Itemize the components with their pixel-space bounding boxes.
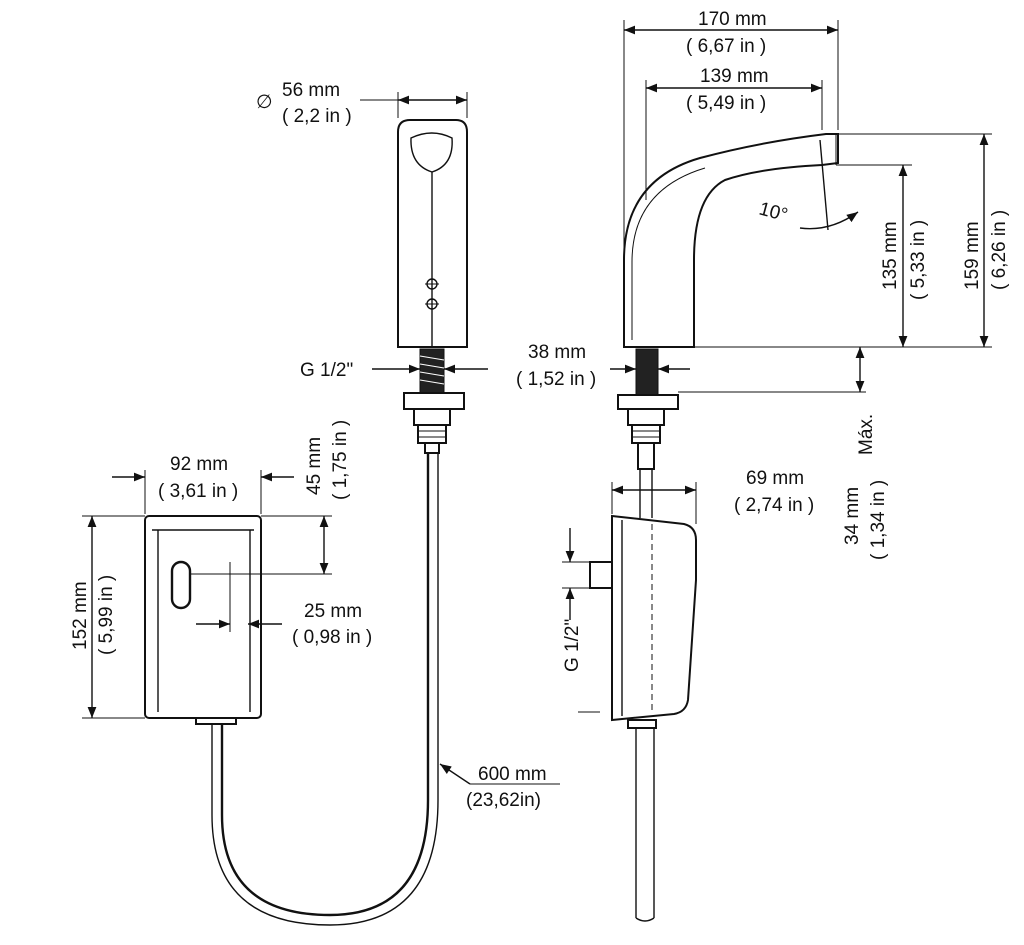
box-width-dimension: [112, 470, 294, 514]
thread-dimension-side: [562, 528, 600, 713]
hose-length-mm: 600 mm: [478, 764, 547, 785]
control-box-front: [144, 515, 262, 725]
sensor-offset-in: ( 1,75 in ): [330, 420, 351, 500]
faucet-front-view: [397, 119, 468, 454]
total-height-mm: 159 mm: [962, 221, 983, 290]
spout-reach-dimension: [645, 80, 823, 200]
total-height-in: ( 6,26 in ): [989, 210, 1010, 290]
supply-hose-side: [639, 469, 653, 518]
control-box-side: [589, 514, 697, 729]
max-thickness-in: ( 1,34 in ): [868, 480, 889, 560]
sensor-width-mm: 25 mm: [304, 601, 362, 622]
sensor-width-in: ( 0,98 in ): [292, 627, 372, 648]
hose-length-in: (23,62in): [466, 790, 541, 811]
max-label: Máx.: [856, 414, 877, 455]
max-thickness-dimension: [678, 347, 866, 393]
spout-reach-mm: 139 mm: [700, 66, 769, 87]
outlet-height-in: ( 5,33 in ): [908, 220, 929, 300]
box-width-in: ( 3,61 in ): [158, 481, 238, 502]
thread-label-front: G 1/2": [300, 360, 353, 381]
hose-length-leader: [439, 763, 560, 785]
supply-hose-side-lower: [635, 728, 655, 922]
overall-length-dimension: [623, 20, 839, 345]
box-depth-mm: 69 mm: [746, 468, 804, 489]
diameter-dimension: [360, 92, 468, 118]
diameter-mm-label: 56 mm: [282, 80, 340, 101]
sensor-width-dimension: [196, 562, 282, 632]
overall-length-in: ( 6,67 in ): [686, 36, 766, 57]
outlet-height-dimension: [694, 164, 992, 348]
base-diameter-mm: 38 mm: [528, 342, 586, 363]
max-thickness-mm: 34 mm: [842, 487, 863, 545]
box-width-mm: 92 mm: [170, 454, 228, 475]
diameter-in-label: ( 2,2 in ): [282, 106, 352, 127]
sensor-offset-mm: 45 mm: [304, 437, 325, 495]
base-diameter-in: ( 1,52 in ): [516, 369, 596, 390]
box-height-dimension: [82, 515, 145, 719]
spout-angle-label: 10°: [757, 199, 790, 227]
box-depth-in: ( 2,74 in ): [734, 495, 814, 516]
sensor-window: [170, 560, 192, 610]
diameter-symbol: ∅: [256, 92, 273, 113]
box-depth-dimension: [611, 482, 697, 524]
overall-length-mm: 170 mm: [698, 9, 767, 30]
spout-reach-in: ( 5,49 in ): [686, 93, 766, 114]
thread-label-side: G 1/2": [562, 619, 583, 672]
supply-hose: [220, 453, 430, 917]
box-height-mm: 152 mm: [70, 581, 91, 650]
box-height-in: ( 5,99 in ): [96, 575, 117, 655]
outlet-height-mm: 135 mm: [880, 221, 901, 290]
faucet-side-view: [617, 133, 859, 470]
total-height-dimension: [838, 133, 992, 347]
sensor-offset-dimension: [190, 515, 332, 575]
